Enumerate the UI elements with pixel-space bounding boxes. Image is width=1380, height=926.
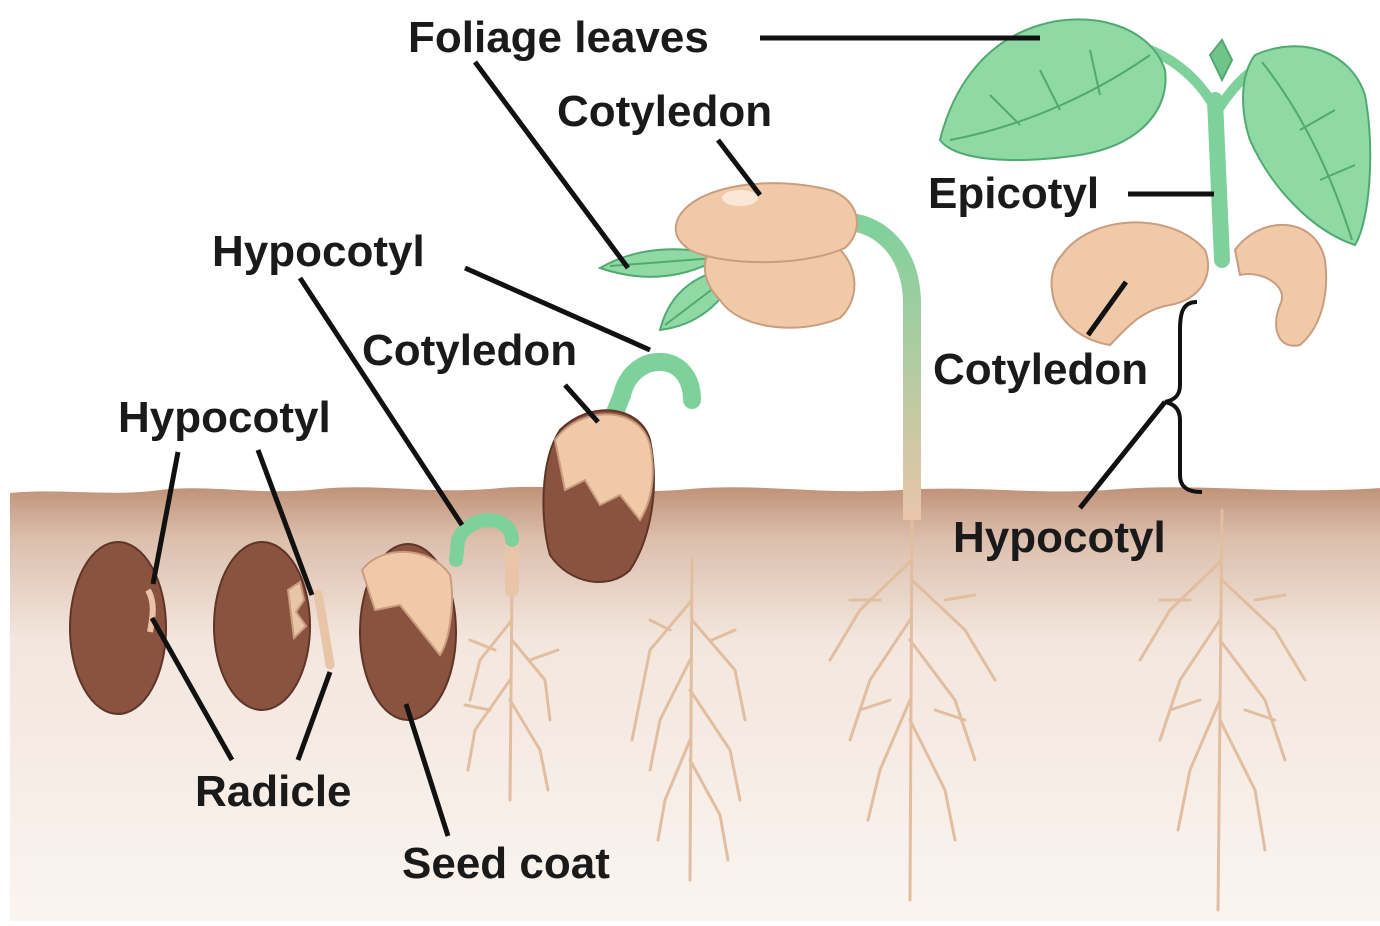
label-hypocotyl-upper: Hypocotyl [212,227,425,276]
label-radicle: Radicle [195,767,352,816]
label-hypocotyl-left: Hypocotyl [118,393,331,442]
label-epicotyl: Epicotyl [928,169,1099,218]
label-seed-coat: Seed coat [402,839,610,888]
label-cotyledon-right: Cotyledon [933,345,1148,394]
label-foliage-leaves: Foliage leaves [408,13,709,62]
label-cotyledon-mid: Cotyledon [362,326,577,375]
label-cotyledon-top: Cotyledon [557,87,772,136]
seed-stage-1 [70,542,166,714]
label-hypocotyl-right: Hypocotyl [953,513,1166,562]
